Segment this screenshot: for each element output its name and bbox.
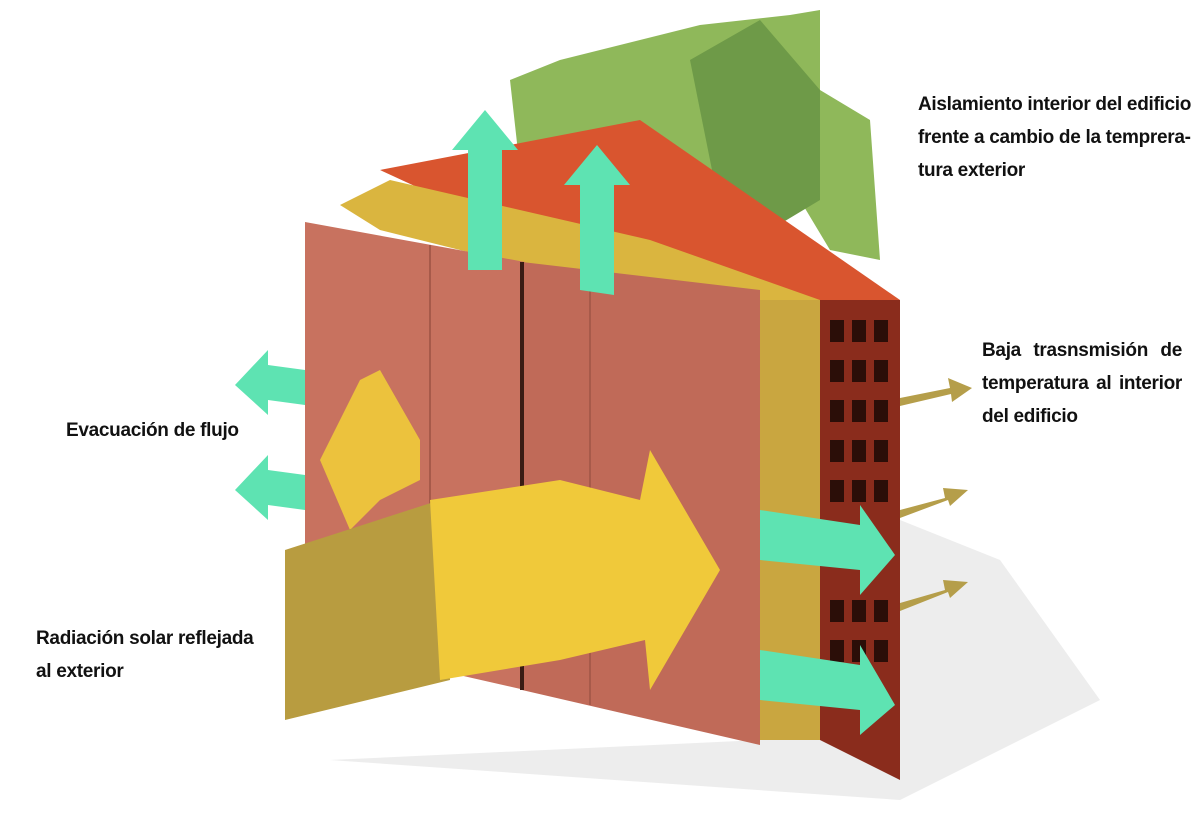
mint-arrow-right-2	[760, 645, 895, 735]
olive-arrow-right-2	[900, 488, 968, 518]
mint-arrow-right-1	[760, 505, 895, 595]
label-line: tura exterior	[918, 160, 1025, 181]
label-interior-insulation: Aislamiento interior del edificio frente…	[918, 88, 1191, 187]
label-line: frente a cambio de la temprera-	[918, 127, 1191, 148]
label-line: Aislamiento interior del edificio	[918, 94, 1192, 115]
label-line: Radiación solar reflejada	[36, 628, 254, 649]
olive-reflected-band	[285, 500, 450, 720]
mint-arrow-left-1	[235, 350, 305, 415]
brick-top	[380, 120, 900, 305]
brick-holes	[830, 320, 888, 662]
mint-arrow-left-2	[235, 455, 305, 520]
yellow-arrow-small	[320, 370, 420, 530]
label-line: Evacuación de flujo	[66, 420, 239, 441]
olive-arrow-right-1	[900, 378, 972, 406]
label-line: temperatura al interior	[982, 373, 1182, 394]
label-line: del edificio	[982, 406, 1078, 427]
label-line: al exterior	[36, 661, 124, 682]
olive-arrow-right-3	[900, 580, 968, 611]
yellow-arrow-large	[430, 450, 720, 690]
mint-arrow-up-1	[452, 110, 518, 270]
label-line: Baja trasnsmisión de	[982, 340, 1182, 361]
label-flow-evacuation: Evacuación de flujo	[66, 414, 239, 447]
label-low-transmission: Baja trasnsmisión de temperatura al inte…	[982, 334, 1182, 433]
mint-arrow-up-2	[564, 145, 630, 295]
ground-shadow	[330, 520, 1100, 800]
label-reflected-radiation: Radiación solar reflejada al exterior	[36, 622, 254, 688]
